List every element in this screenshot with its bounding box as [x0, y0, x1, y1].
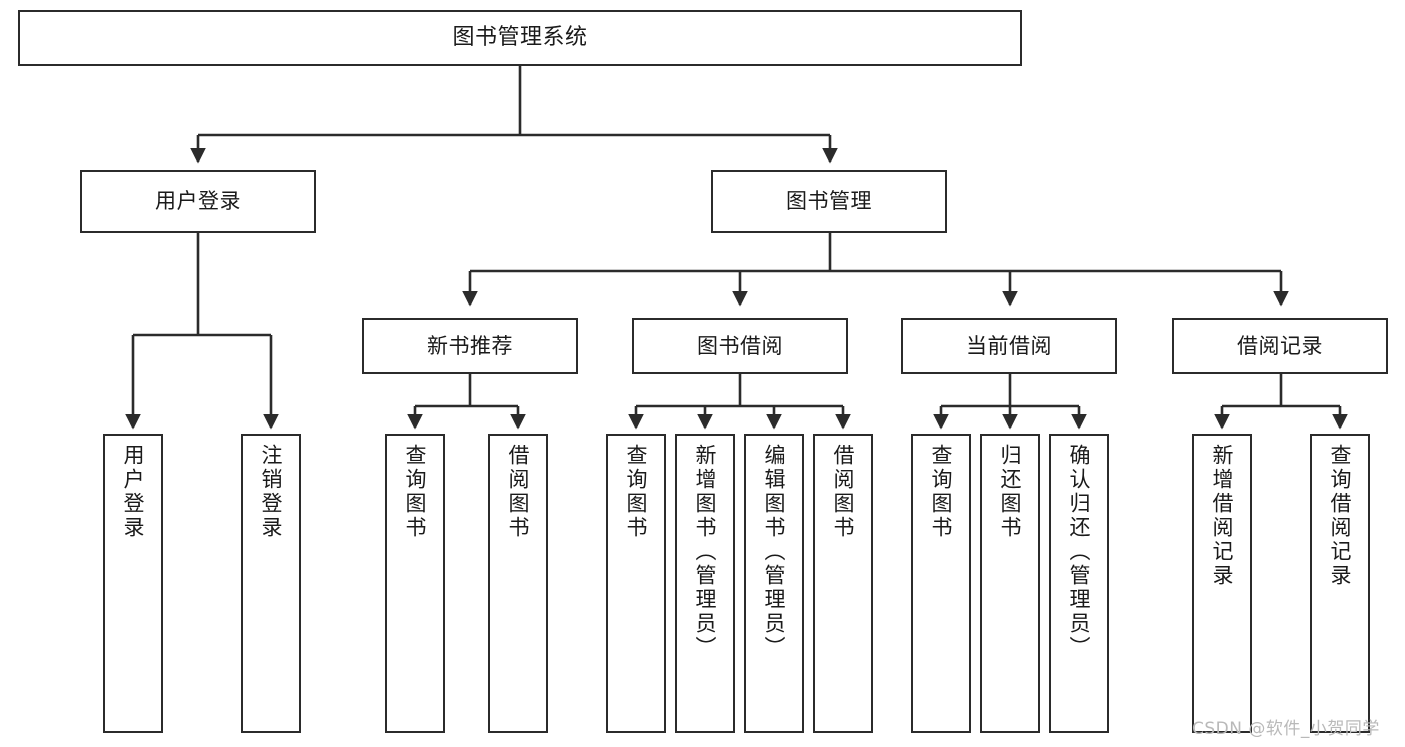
node-label: 用户登录: [155, 189, 241, 214]
node-current-borrow[interactable]: 当前借阅: [901, 318, 1117, 374]
node-label: 查询图书: [929, 444, 954, 540]
node-query-book-recommend[interactable]: 查询图书: [385, 434, 445, 733]
node-borrow-book-leaf[interactable]: 借阅图书: [813, 434, 873, 733]
node-add-borrow-record[interactable]: 新增借阅记录: [1192, 434, 1252, 733]
node-label: 查询图书: [624, 444, 649, 540]
node-add-book-admin[interactable]: 新增图书（管理员）: [675, 434, 735, 733]
node-query-book-current[interactable]: 查询图书: [911, 434, 971, 733]
node-user-login[interactable]: 用户登录: [80, 170, 316, 233]
node-query-borrow-record[interactable]: 查询借阅记录: [1310, 434, 1370, 733]
node-new-book-recommend[interactable]: 新书推荐: [362, 318, 578, 374]
node-label: 查询借阅记录: [1328, 444, 1353, 588]
node-book-management[interactable]: 图书管理: [711, 170, 947, 233]
node-label: 新增图书（管理员）: [693, 444, 718, 660]
node-label: 新书推荐: [427, 333, 513, 358]
node-label: 查询图书: [403, 444, 428, 540]
node-label: 图书管理系统: [452, 25, 588, 51]
node-edit-book-admin[interactable]: 编辑图书（管理员）: [744, 434, 804, 733]
node-query-book-borrow[interactable]: 查询图书: [606, 434, 666, 733]
node-label: 用户登录: [121, 444, 146, 540]
node-borrow-record[interactable]: 借阅记录: [1172, 318, 1388, 374]
node-label: 编辑图书（管理员）: [762, 444, 787, 660]
node-confirm-return-admin[interactable]: 确认归还（管理员）: [1049, 434, 1109, 733]
node-label: 确认归还（管理员）: [1067, 444, 1092, 660]
node-label: 归还图书: [998, 444, 1023, 540]
node-label: 新增借阅记录: [1210, 444, 1235, 588]
node-borrow-book-recommend[interactable]: 借阅图书: [488, 434, 548, 733]
node-user-login-leaf[interactable]: 用户登录: [103, 434, 163, 733]
node-logout-leaf[interactable]: 注销登录: [241, 434, 301, 733]
node-label: 图书借阅: [697, 333, 783, 358]
node-root-book-management-system[interactable]: 图书管理系统: [18, 10, 1022, 66]
node-label: 当前借阅: [966, 333, 1052, 358]
node-label: 借阅图书: [506, 444, 531, 540]
node-label: 借阅记录: [1237, 333, 1323, 358]
node-book-borrow[interactable]: 图书借阅: [632, 318, 848, 374]
node-label: 图书管理: [786, 189, 872, 214]
node-return-book[interactable]: 归还图书: [980, 434, 1040, 733]
node-label: 借阅图书: [831, 444, 856, 540]
node-label: 注销登录: [259, 444, 284, 540]
